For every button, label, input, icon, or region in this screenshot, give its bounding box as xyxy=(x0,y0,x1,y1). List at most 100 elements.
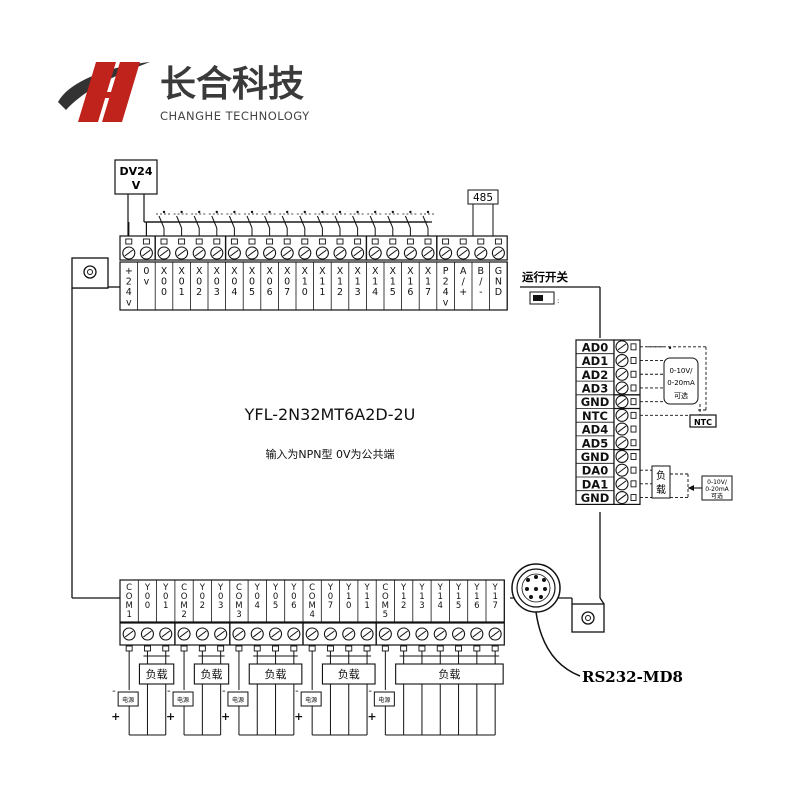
terminal-label: 2 xyxy=(443,277,449,288)
analog-terminal-screw[interactable] xyxy=(615,477,629,491)
minus-sign: - xyxy=(295,686,299,697)
output-terminal-label: C xyxy=(181,583,187,593)
output-terminal-screw[interactable] xyxy=(323,627,338,641)
terminal-screw[interactable] xyxy=(315,246,329,260)
output-terminal-label: 7 xyxy=(492,601,497,611)
terminal-screw[interactable] xyxy=(456,246,470,260)
output-terminal-label: 4 xyxy=(255,601,260,611)
terminal-screw[interactable] xyxy=(122,246,136,260)
output-terminal-screw[interactable] xyxy=(122,627,136,641)
output-terminal-screw[interactable] xyxy=(451,627,466,641)
analog-terminal-screw[interactable] xyxy=(615,449,629,464)
plus-sign: + xyxy=(221,710,230,723)
power-source-label: 电源 xyxy=(177,696,189,704)
analog-terminal-screw[interactable] xyxy=(615,340,629,354)
terminal-screw[interactable] xyxy=(227,246,241,260)
terminal-screw[interactable] xyxy=(139,246,153,260)
terminal-screw[interactable] xyxy=(421,246,435,260)
output-terminal-screw[interactable] xyxy=(415,627,429,641)
output-terminal-screw[interactable] xyxy=(397,627,411,641)
terminal-screw[interactable] xyxy=(368,246,382,260)
screw-slot-icon xyxy=(617,439,627,447)
input-switch xyxy=(173,210,188,236)
terminal-clamp xyxy=(230,238,238,245)
terminal-label: D xyxy=(495,287,502,298)
switch-contact xyxy=(321,210,324,214)
terminal-label: 3 xyxy=(355,287,361,298)
analog-terminal-screw[interactable] xyxy=(615,422,629,436)
terminal-screw[interactable] xyxy=(157,246,171,260)
output-terminal-screw[interactable] xyxy=(360,627,374,641)
output-terminal-screw[interactable] xyxy=(159,627,173,641)
screw-slot-icon xyxy=(179,630,189,638)
terminal-screw[interactable] xyxy=(491,246,505,260)
terminal-screw[interactable] xyxy=(280,246,294,260)
screw-slot-icon xyxy=(252,630,262,638)
switch-contact xyxy=(233,210,236,214)
screw-slot-icon xyxy=(370,249,380,257)
output-terminal-screw[interactable] xyxy=(214,627,228,641)
screw-slot-icon xyxy=(177,249,186,257)
output-terminal-screw[interactable] xyxy=(433,627,447,641)
input-switch xyxy=(191,210,206,236)
load-label: 负载 xyxy=(438,667,460,681)
analog-terminal-screw[interactable] xyxy=(615,408,629,422)
output-terminal-label: 0 xyxy=(218,592,223,602)
analog-terminal-screw[interactable] xyxy=(615,353,629,368)
analog-terminal-screw[interactable] xyxy=(615,367,629,381)
terminal-clamp xyxy=(630,357,637,364)
output-terminal-screw[interactable] xyxy=(268,627,283,641)
run-switch[interactable]: 运行开关 : xyxy=(522,270,568,305)
switch-contact xyxy=(374,210,377,214)
terminal-clamp xyxy=(290,645,298,652)
output-terminal-label: O xyxy=(181,592,188,602)
terminal-label: X xyxy=(390,266,397,277)
input-switch xyxy=(367,210,382,236)
output-terminal-screw[interactable] xyxy=(488,627,502,641)
output-terminal-screw[interactable] xyxy=(250,627,264,641)
screw-slot-icon xyxy=(406,249,415,257)
output-terminal-label: 2 xyxy=(401,601,406,611)
terminal-screw[interactable] xyxy=(333,246,347,260)
analog-terminal-screw[interactable] xyxy=(615,463,629,477)
terminal-screw[interactable] xyxy=(192,246,206,260)
terminal-screw[interactable] xyxy=(175,246,189,260)
analog-terminal-screw[interactable] xyxy=(615,381,629,395)
screw-slot-icon xyxy=(617,480,627,488)
terminal-screw[interactable] xyxy=(351,246,365,260)
terminal-screw[interactable] xyxy=(474,246,488,260)
analog-terminal-screw[interactable] xyxy=(615,490,629,505)
terminal-clamp xyxy=(630,398,637,406)
output-terminal-screw[interactable] xyxy=(305,627,319,641)
terminal-screw[interactable] xyxy=(210,246,224,260)
output-terminal-screw[interactable] xyxy=(140,627,154,641)
terminal-screw[interactable] xyxy=(245,246,259,260)
output-terminal-screw[interactable] xyxy=(195,627,209,641)
terminal-screw[interactable] xyxy=(386,246,400,260)
output-terminal-label: O xyxy=(126,592,133,602)
terminal-label: 0 xyxy=(249,277,255,288)
analog-terminal-label: GND xyxy=(581,395,610,409)
analog-terminal-screw[interactable] xyxy=(615,395,629,409)
output-terminal-label: M xyxy=(180,601,187,611)
terminal-clamp xyxy=(630,439,637,447)
output-terminal-screw[interactable] xyxy=(232,627,246,641)
output-terminal-screw[interactable] xyxy=(470,627,484,641)
rs485-bus: 485 xyxy=(467,189,499,236)
output-terminal-label: Y xyxy=(254,583,261,593)
terminal-screw[interactable] xyxy=(298,246,312,260)
analog-terminal-screw[interactable] xyxy=(615,436,629,450)
output-terminal-screw[interactable] xyxy=(378,627,392,641)
terminal-screw[interactable] xyxy=(263,246,277,260)
terminal-label: X xyxy=(178,266,185,277)
input-switch xyxy=(226,210,241,236)
output-terminal-screw[interactable] xyxy=(287,627,301,641)
analog-terminal-label: NTC xyxy=(582,409,608,423)
terminal-screw[interactable] xyxy=(439,246,453,260)
screw-slot-icon xyxy=(435,630,445,638)
screw-slot-icon xyxy=(143,630,152,638)
terminal-screw[interactable] xyxy=(403,246,417,260)
output-terminal-screw[interactable] xyxy=(342,627,356,641)
output-terminal-label: Y xyxy=(345,583,352,593)
output-terminal-screw[interactable] xyxy=(177,627,191,641)
